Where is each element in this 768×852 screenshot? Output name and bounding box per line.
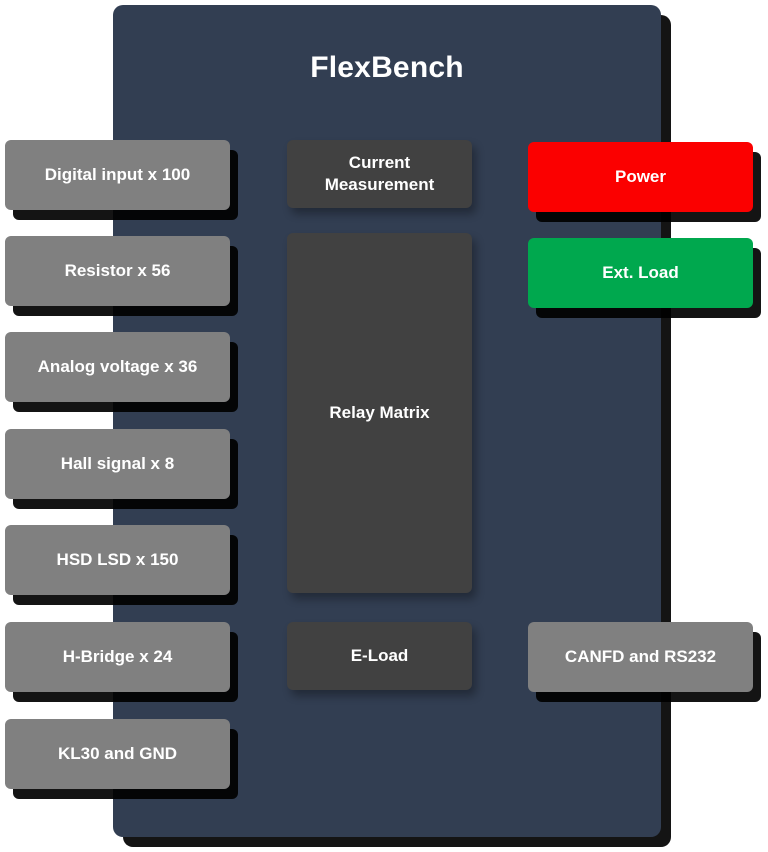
connector-label: Power <box>614 166 667 186</box>
connector-power[interactable]: Power <box>528 142 753 212</box>
connector-label: KL30 and GND <box>57 743 178 763</box>
connector-label: Analog voltage x 36 <box>37 356 198 376</box>
connector-hsd-lsd[interactable]: HSD LSD x 150 <box>5 525 230 595</box>
connector-ext-load[interactable]: Ext. Load <box>528 238 753 308</box>
connector-label: Hall signal x 8 <box>60 453 175 473</box>
connector-resistor[interactable]: Resistor x 56 <box>5 236 230 306</box>
connector-kl30-gnd[interactable]: KL30 and GND <box>5 719 230 789</box>
module-e-load[interactable]: E-Load <box>287 622 472 690</box>
module-label: Relay Matrix <box>329 402 430 422</box>
connector-label: Ext. Load <box>602 262 679 282</box>
connector-label: HSD LSD x 150 <box>56 549 179 569</box>
connector-label: Resistor x 56 <box>64 260 171 280</box>
module-relay-matrix[interactable]: Relay Matrix <box>287 233 472 593</box>
connector-label: H-Bridge x 24 <box>62 646 173 666</box>
connector-analog-voltage[interactable]: Analog voltage x 36 <box>5 332 230 402</box>
page-title: FlexBench <box>310 51 464 84</box>
module-current-measurement[interactable]: Current Measurement <box>287 140 472 208</box>
module-label: E-Load <box>350 645 409 665</box>
connector-digital-input[interactable]: Digital input x 100 <box>5 140 230 210</box>
module-label: Current Measurement <box>324 152 435 194</box>
connector-label: Digital input x 100 <box>44 164 191 184</box>
connector-label: CANFD and RS232 <box>564 646 717 666</box>
connector-canfd-rs232[interactable]: CANFD and RS232 <box>528 622 753 692</box>
connector-hall-signal[interactable]: Hall signal x 8 <box>5 429 230 499</box>
connector-h-bridge[interactable]: H-Bridge x 24 <box>5 622 230 692</box>
